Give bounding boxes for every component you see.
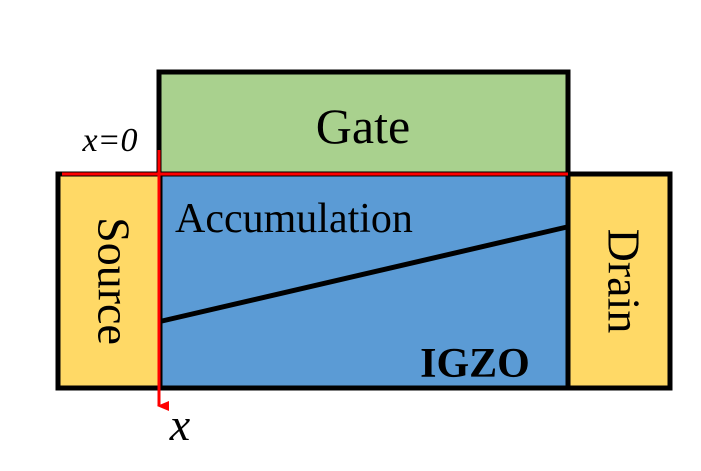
origin-label: x=0 xyxy=(81,122,137,159)
drain-label: Drain xyxy=(598,229,649,334)
x-axis-label: x xyxy=(169,399,191,450)
igzo-channel xyxy=(157,171,573,391)
source-label: Source xyxy=(88,217,139,345)
accumulation-boundary-line xyxy=(161,224,568,324)
accumulation-label: Accumulation xyxy=(175,196,413,242)
igzo-label: IGZO xyxy=(420,341,530,387)
drain-contact xyxy=(565,171,673,391)
gate-label: Gate xyxy=(316,98,410,154)
gate-electrode xyxy=(156,69,571,177)
